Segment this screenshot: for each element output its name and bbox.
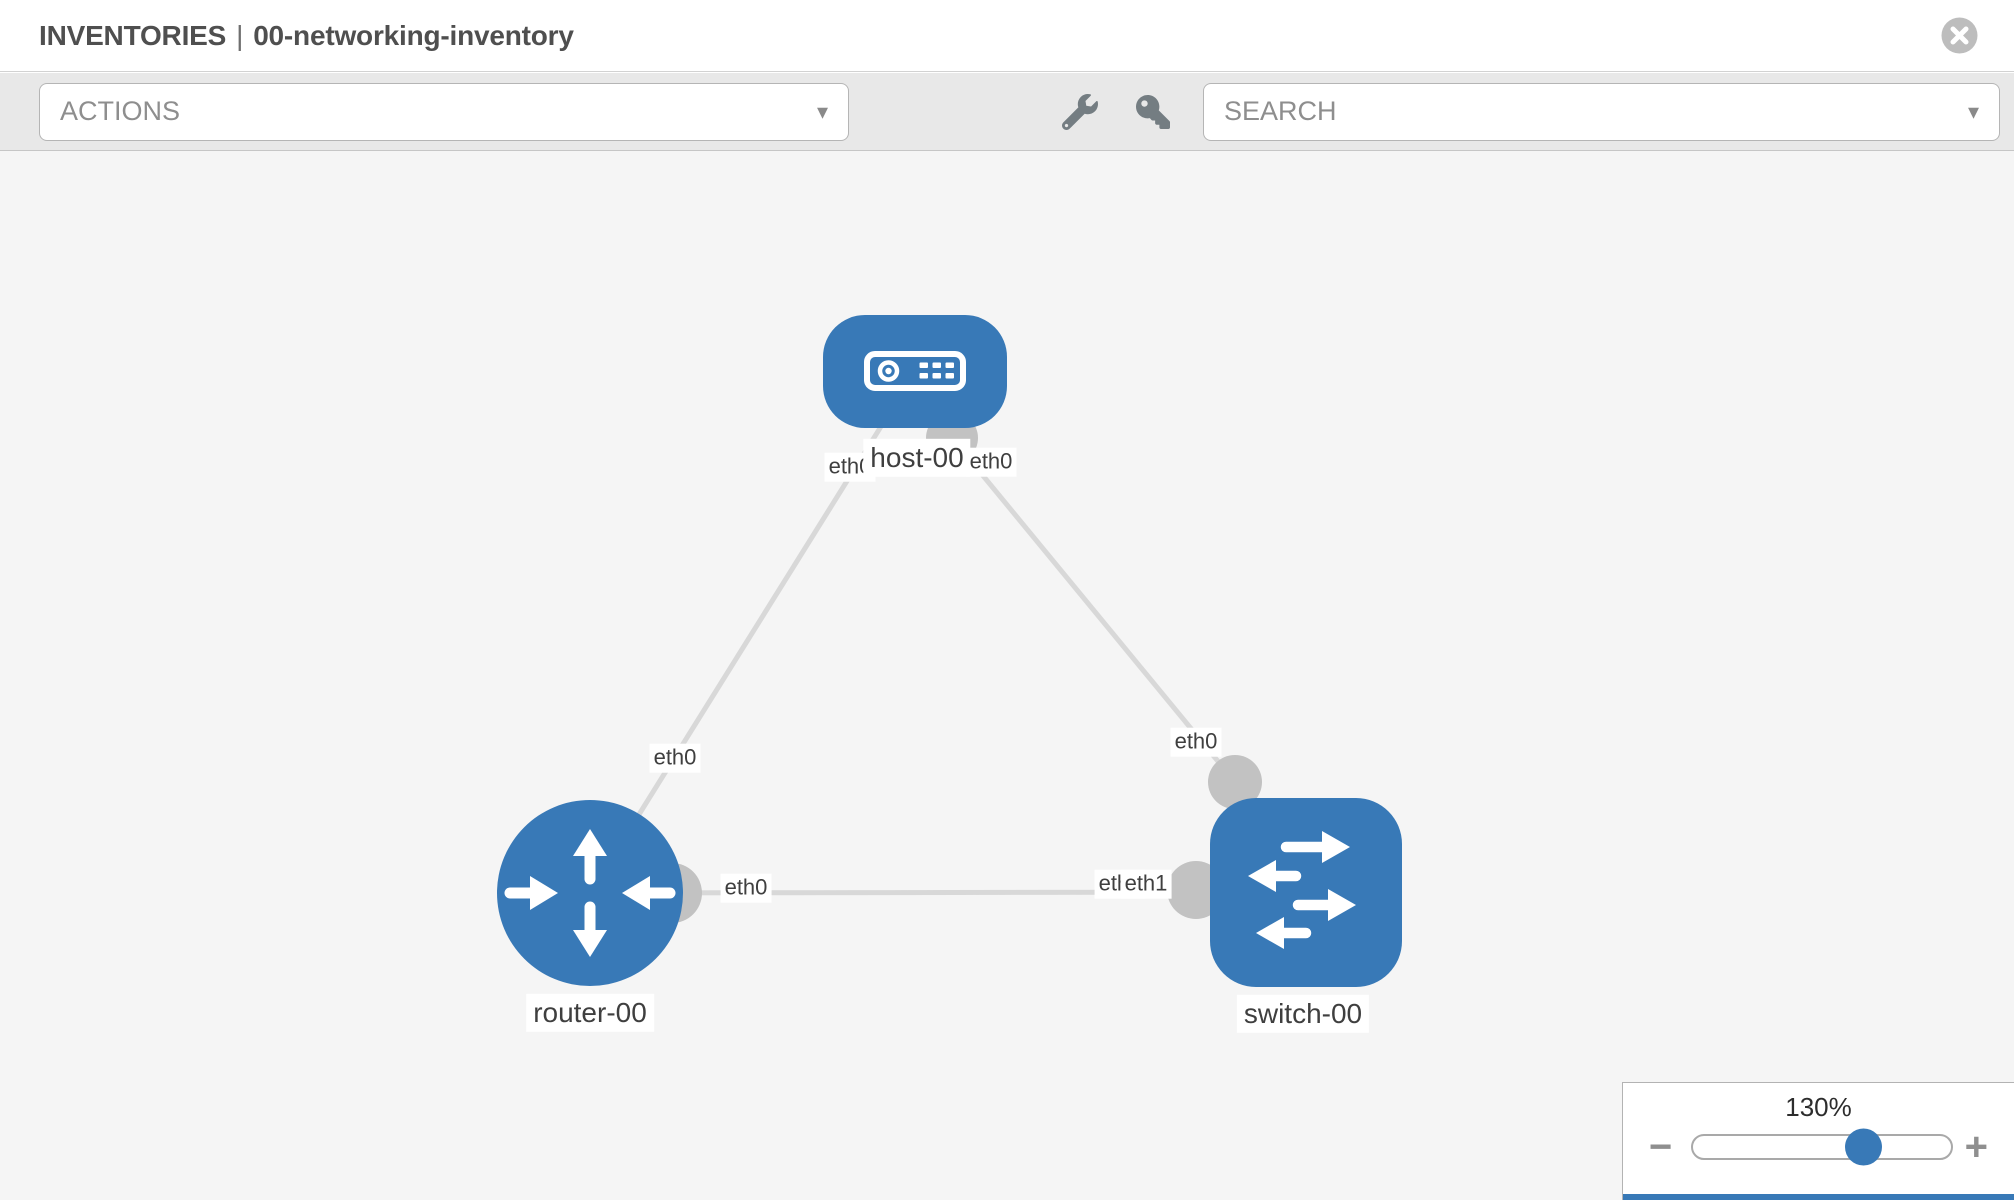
close-button[interactable] bbox=[1941, 17, 1978, 54]
search-dropdown[interactable]: SEARCH ▾ bbox=[1203, 82, 2000, 141]
zoom-panel: 130% − + bbox=[1622, 1082, 2014, 1200]
credentials-button[interactable] bbox=[1134, 93, 1172, 131]
zoom-level: 130% bbox=[1785, 1092, 1852, 1122]
toolbar: ACTIONS ▾ SEARCH ▾ bbox=[0, 73, 2014, 151]
switch-icon bbox=[1248, 831, 1356, 949]
zoom-slider-track[interactable] bbox=[1690, 1128, 1953, 1166]
title-inventory-name: 00-networking-inventory bbox=[253, 19, 574, 51]
page-title: INVENTORIES | 00-networking-inventory bbox=[39, 20, 574, 52]
toolbar-icons bbox=[1061, 93, 1172, 131]
actions-dropdown-label: ACTIONS bbox=[60, 96, 181, 126]
title-separator: | bbox=[236, 19, 244, 51]
search-dropdown-label: SEARCH bbox=[1224, 96, 1337, 126]
zoom-out-button[interactable]: − bbox=[1649, 1125, 1673, 1169]
link-host-switch[interactable] bbox=[950, 436, 1237, 784]
title-section: INVENTORIES bbox=[39, 19, 227, 51]
host-icon bbox=[864, 351, 966, 391]
actions-dropdown[interactable]: ACTIONS ▾ bbox=[39, 82, 849, 141]
zoom-slider-row: − + bbox=[1623, 1127, 2014, 1167]
zoom-slider-thumb[interactable] bbox=[1844, 1128, 1882, 1166]
node-router[interactable] bbox=[497, 800, 683, 986]
bottom-accent-bar bbox=[1623, 1194, 2014, 1200]
router-icon bbox=[504, 829, 676, 957]
chevron-down-icon: ▾ bbox=[816, 98, 828, 124]
tools-button[interactable] bbox=[1061, 93, 1099, 131]
header: INVENTORIES | 00-networking-inventory bbox=[0, 0, 2014, 72]
node-switch[interactable] bbox=[1210, 798, 1402, 987]
close-icon bbox=[1941, 17, 1978, 54]
key-icon bbox=[1136, 94, 1170, 129]
node-host[interactable] bbox=[823, 315, 1007, 428]
chevron-down-icon: ▾ bbox=[1967, 98, 1979, 124]
zoom-in-button[interactable]: + bbox=[1964, 1125, 1988, 1169]
interface-dot bbox=[1208, 755, 1262, 809]
topology-canvas-background bbox=[0, 151, 2014, 1200]
wrench-icon bbox=[1062, 93, 1098, 130]
